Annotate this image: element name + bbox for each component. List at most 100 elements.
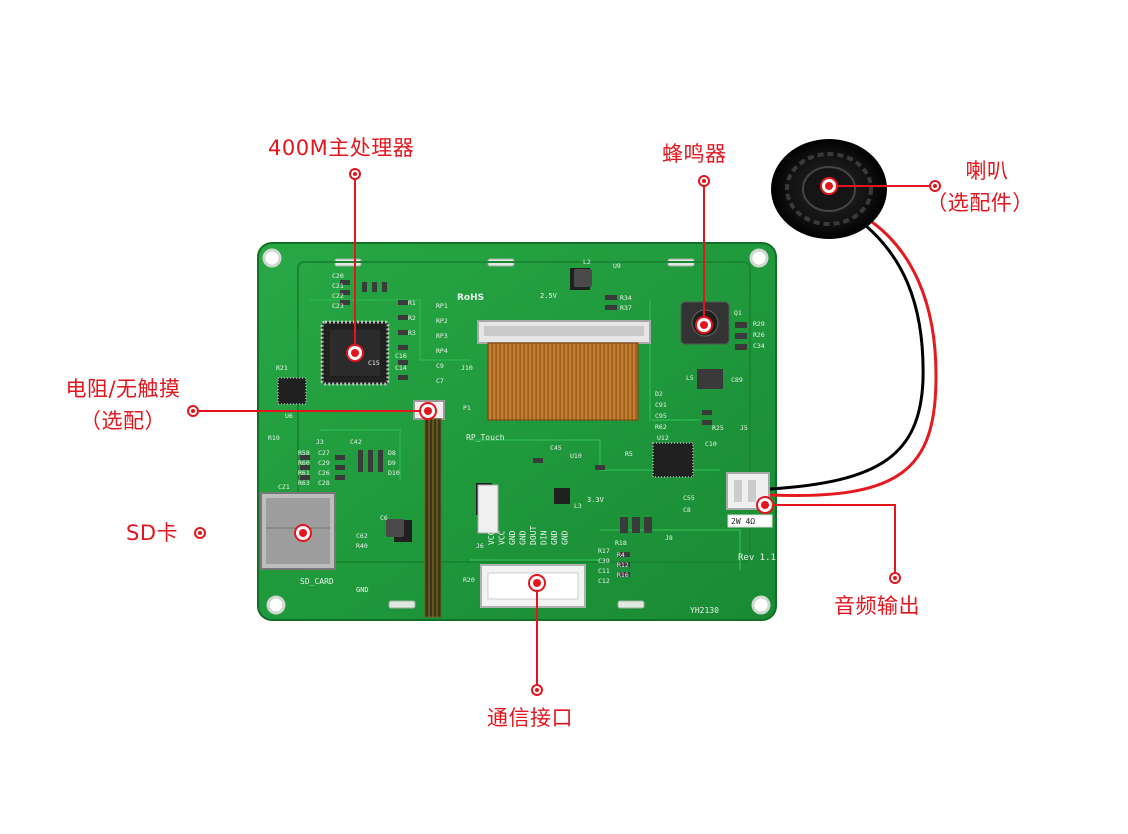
designator-label: C29 xyxy=(318,459,330,467)
designator-label: R12 xyxy=(617,561,629,569)
callout-resistor-touch-line1: 电阻/无触摸 xyxy=(65,377,181,401)
designator-label: C95 xyxy=(655,412,667,420)
designator-label: R3 xyxy=(408,329,416,337)
designator-label: C34 xyxy=(753,342,765,350)
designator-label: R19 xyxy=(268,434,280,442)
pin-label: DIN xyxy=(540,530,549,545)
designator-label: R20 xyxy=(463,576,475,584)
designator-label: C39 xyxy=(598,557,610,565)
pin-label: DOUT xyxy=(529,526,538,545)
designator-label: R61 xyxy=(298,469,310,477)
designator-label: D10 xyxy=(388,469,400,477)
designator-label: P1 xyxy=(463,404,471,412)
designator-label: R17 xyxy=(598,547,610,555)
designator-label: RP1 xyxy=(436,302,448,310)
silkscreen-text: RoHS RP_Touch SD_CARD Rev 1.1 2W 4Ω YH21… xyxy=(268,258,776,615)
designator-label: C55 xyxy=(683,494,695,502)
marker-sd-label xyxy=(194,527,206,539)
designator-label: J6 xyxy=(476,542,484,550)
rp-touch-label: RP_Touch xyxy=(466,433,505,442)
marker-audio-bottom xyxy=(889,572,901,584)
callout-markers xyxy=(187,168,941,696)
designator-label: C42 xyxy=(350,438,362,446)
pin-label: GND xyxy=(519,530,528,545)
designator-label: R21 xyxy=(276,364,288,372)
designator-label: D8 xyxy=(388,449,396,457)
pin-label: VCC xyxy=(487,530,496,545)
sd-card-label: SD_CARD xyxy=(300,577,334,586)
designator-label: C11 xyxy=(598,567,610,575)
designator-label: C6 xyxy=(380,514,388,522)
designator-label: C26 xyxy=(318,469,330,477)
speaker-wires xyxy=(769,220,938,498)
marker-resistor-label xyxy=(187,405,199,417)
designator-label: C27 xyxy=(318,449,330,457)
designator-label: R5 xyxy=(625,450,633,458)
designator-label: R26 xyxy=(753,331,765,339)
designator-label: R16 xyxy=(617,571,629,579)
speaker-spec-label: 2W 4Ω xyxy=(731,517,755,526)
marker-sd-end xyxy=(294,524,312,542)
designator-label: C12 xyxy=(598,577,610,585)
designator-label: J8 xyxy=(665,534,673,542)
designator-label: L3 xyxy=(574,502,582,510)
voltage-25-label: 2.5V xyxy=(540,292,558,300)
callout-comm-interface: 通信接口 xyxy=(487,705,573,731)
designator-label: R2 xyxy=(408,314,416,322)
pin-label: GND xyxy=(561,530,570,545)
serial-no-label: YH2130 xyxy=(690,606,719,615)
designator-label: R25 xyxy=(712,424,724,432)
audio-connector xyxy=(726,472,773,528)
marker-buzzer-top xyxy=(698,175,710,187)
designator-label: R29 xyxy=(753,320,765,328)
gnd-label: GND xyxy=(356,586,369,594)
callout-buzzer-text: 蜂鸣器 xyxy=(662,142,727,166)
callout-sd-card: SD卡 xyxy=(126,520,178,546)
designator-label: C20 xyxy=(332,272,344,280)
passive-components xyxy=(300,280,747,577)
designator-label: C16 xyxy=(395,352,407,360)
designator-label: C28 xyxy=(318,479,330,487)
callout-speaker-line1: 喇叭 xyxy=(965,159,1009,183)
callout-speaker: 喇叭 （选配件） xyxy=(918,158,1042,216)
callout-processor-text: 400M主处理器 xyxy=(268,136,415,160)
designator-label: RP4 xyxy=(436,347,448,355)
fpc-connector xyxy=(477,320,651,421)
marker-audio-end xyxy=(756,496,774,514)
designator-label: Q1 xyxy=(734,309,742,317)
designator-label: C9 xyxy=(436,362,444,370)
designator-label: L2 xyxy=(583,258,591,266)
callout-comm-interface-text: 通信接口 xyxy=(487,706,573,730)
callout-audio-output: 音频输出 xyxy=(834,593,920,619)
marker-buzzer-end xyxy=(695,316,713,334)
designator-label: R37 xyxy=(620,304,632,312)
callout-speaker-line2: （选配件） xyxy=(926,191,1034,215)
designator-label: R1 xyxy=(408,299,416,307)
marker-comm-end xyxy=(528,574,546,592)
marker-processor-end xyxy=(346,344,364,362)
designator-label: C15 xyxy=(368,359,380,367)
callout-leaders xyxy=(193,175,934,689)
callout-buzzer: 蜂鸣器 xyxy=(662,141,727,167)
designator-label: C8 xyxy=(683,506,691,514)
designator-label: C45 xyxy=(550,444,562,452)
inductors xyxy=(386,269,592,537)
marker-resistor-end xyxy=(419,402,437,420)
callout-sd-card-text: SD卡 xyxy=(126,521,179,545)
callout-resistor-touch-line2: （选配） xyxy=(80,409,166,433)
designator-label: J10 xyxy=(461,364,473,372)
designator-label: D9 xyxy=(388,459,396,467)
designator-label: RP2 xyxy=(436,317,448,325)
sd-card-slot xyxy=(260,492,336,570)
pin-label: GND xyxy=(508,530,517,545)
marker-speaker-end xyxy=(820,177,838,195)
designator-label: C14 xyxy=(395,364,407,372)
designator-label: R63 xyxy=(298,479,310,487)
designator-label: U9 xyxy=(613,262,621,270)
designator-label: R40 xyxy=(356,542,368,550)
marker-speaker-label xyxy=(929,180,941,192)
designator-label: RP3 xyxy=(436,332,448,340)
